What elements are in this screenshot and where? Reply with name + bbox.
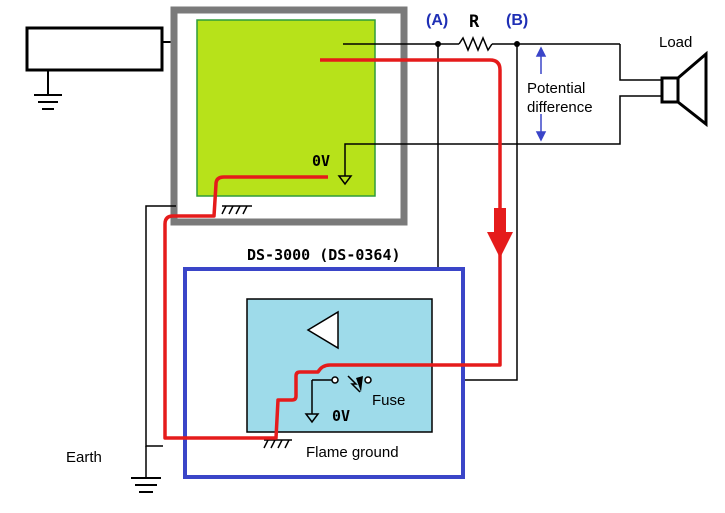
amplifier-triangle-icon	[306, 310, 339, 350]
resistor-label: R	[469, 12, 480, 32]
potential-label-line2: difference	[527, 99, 593, 116]
chassis-ground-icon	[221, 205, 252, 215]
frame-ground-icon	[263, 439, 292, 449]
zero-v-bottom-label: 0V	[332, 407, 350, 425]
earth-ground-icon	[131, 477, 161, 493]
point-a-label: (A)	[426, 12, 448, 29]
potential-difference-arrows	[535, 46, 547, 142]
speaker-icon	[660, 50, 708, 128]
frame-ground-label: Flame ground	[306, 444, 399, 461]
load-label: Load	[659, 34, 692, 51]
ds3000-zero-v-ground-icon	[304, 413, 320, 424]
source-ground-icon	[34, 70, 62, 110]
fuse-label: Fuse	[372, 392, 405, 409]
fuse-icon	[312, 375, 372, 393]
device-label: DS-3000 (DS-0364)	[247, 246, 401, 264]
zero-v-top-label: 0V	[312, 152, 330, 170]
amplifier-green-block	[196, 19, 376, 197]
earth-label: Earth	[66, 449, 102, 466]
point-b-label: (B)	[506, 12, 528, 29]
resistor-icon	[458, 36, 493, 52]
source-box	[25, 26, 164, 72]
zero-v-ground-icon	[337, 175, 353, 186]
current-direction-arrow	[487, 232, 513, 258]
ground-current-path	[163, 58, 502, 440]
potential-label-line1: Potential	[527, 80, 585, 97]
